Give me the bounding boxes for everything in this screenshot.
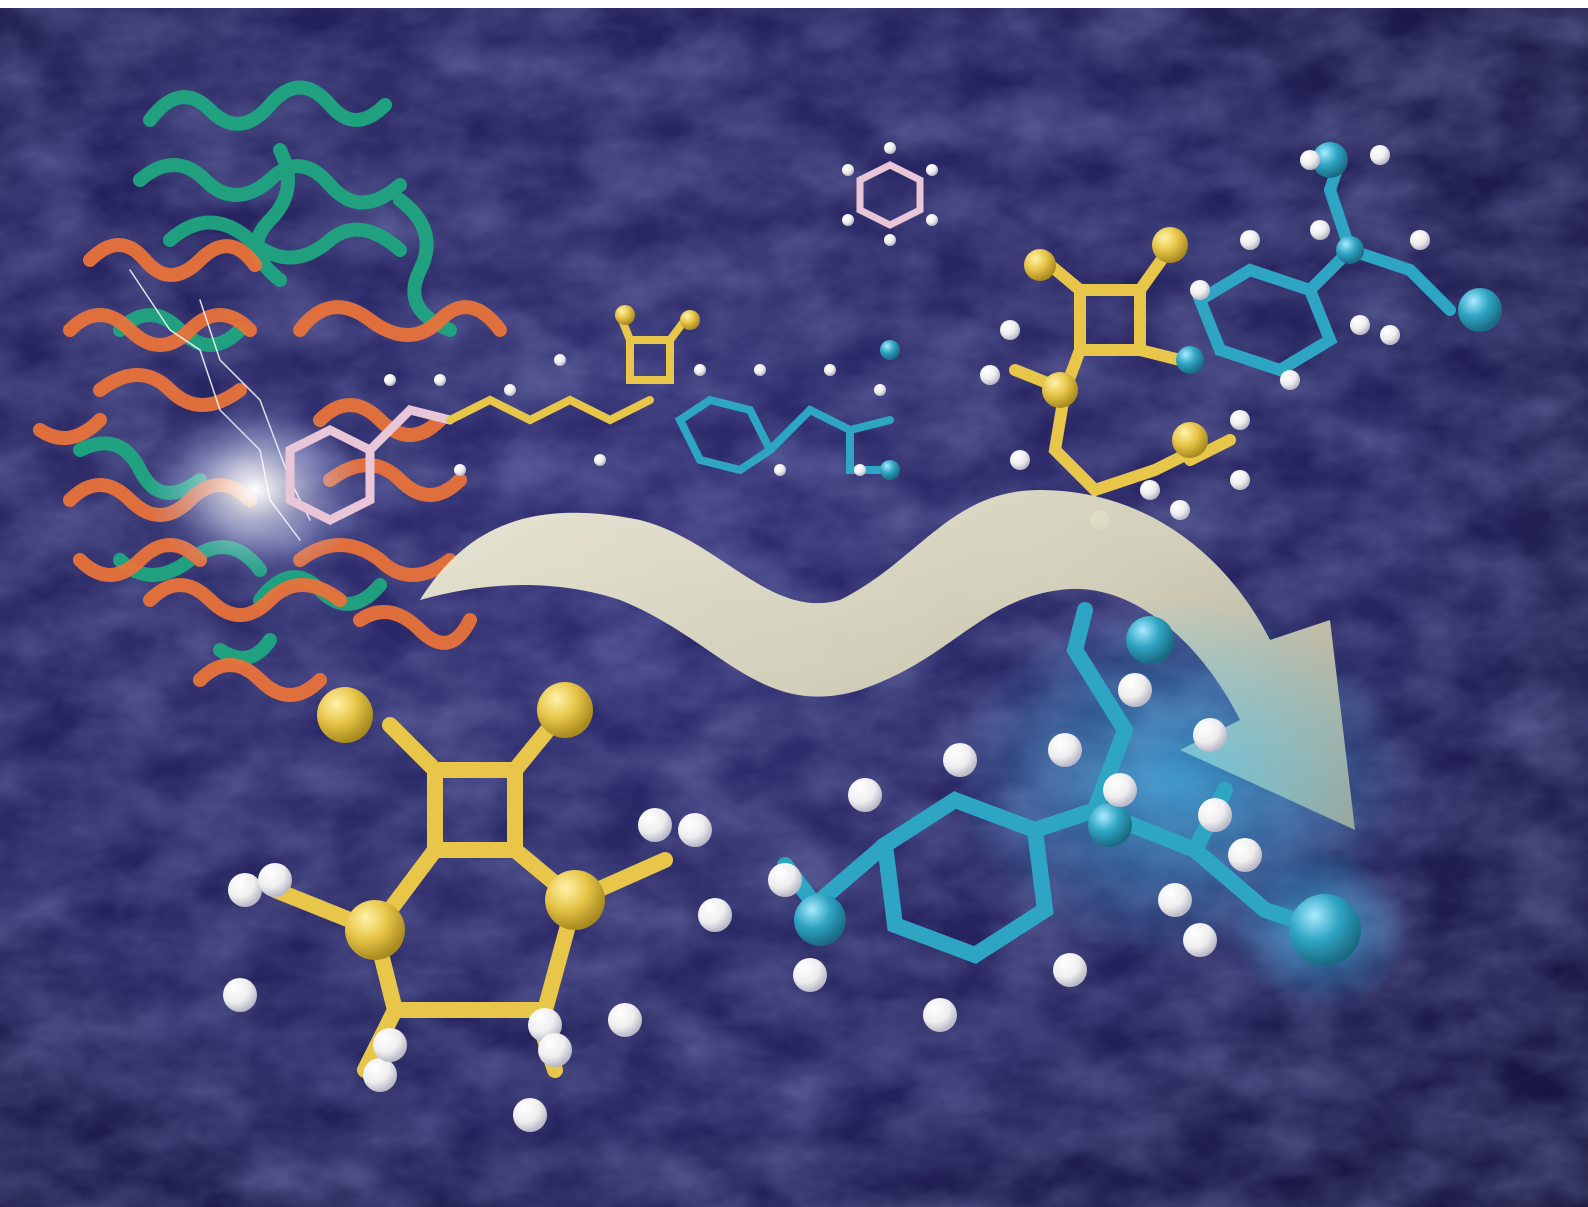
top-border <box>0 0 1588 8</box>
small-pink-benzene-molecule <box>842 142 938 246</box>
lower-left-yellow-molecule <box>223 682 732 1132</box>
lower-right-cyan-molecule <box>768 602 1361 1032</box>
curved-reaction-arrow <box>420 490 1355 830</box>
upper-right-product-molecules <box>980 142 1502 530</box>
substrate-chain-molecule <box>285 305 900 526</box>
